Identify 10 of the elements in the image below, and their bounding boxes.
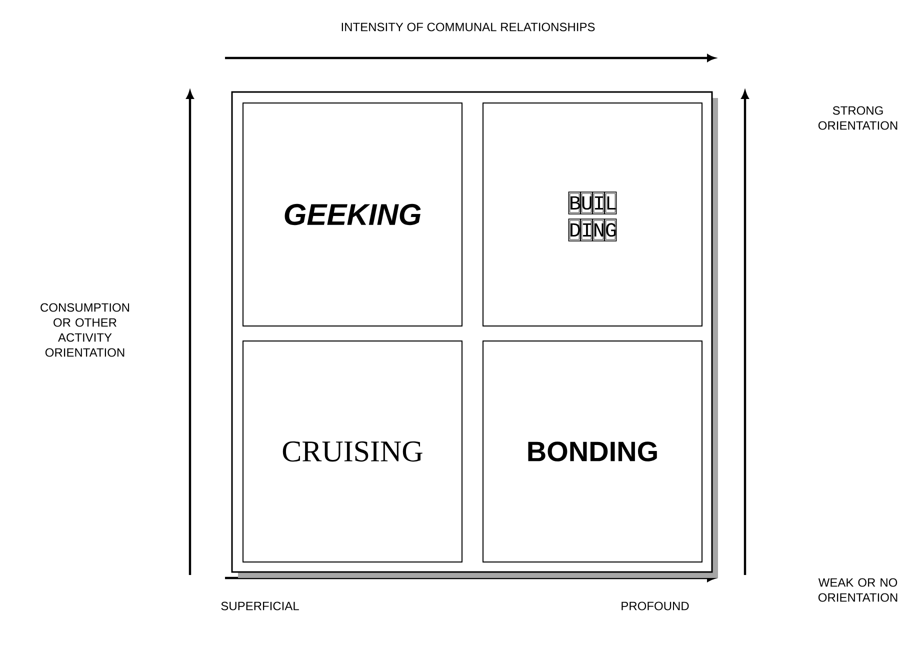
quadrant-box: CRUISING	[242, 340, 462, 562]
frame-box	[231, 91, 718, 578]
axis-label: INTENSITY OF COMMUNAL RELATIONSHIPS	[342, 22, 595, 32]
axis-label: WEAK OR NO ORIENTATION	[818, 578, 898, 602]
axis-label: SUPERFICIAL	[221, 602, 299, 610]
axis-label: PROFOUND	[622, 602, 689, 610]
quadrant-box: GEEKING	[242, 102, 462, 326]
axis-label: CONSUMPTION OR OTHER ACTIVITY ORIENTATION	[40, 303, 130, 357]
axis-label: STRONG ORIENTATION	[818, 106, 898, 130]
quadrant-box: BONDING	[482, 340, 702, 562]
